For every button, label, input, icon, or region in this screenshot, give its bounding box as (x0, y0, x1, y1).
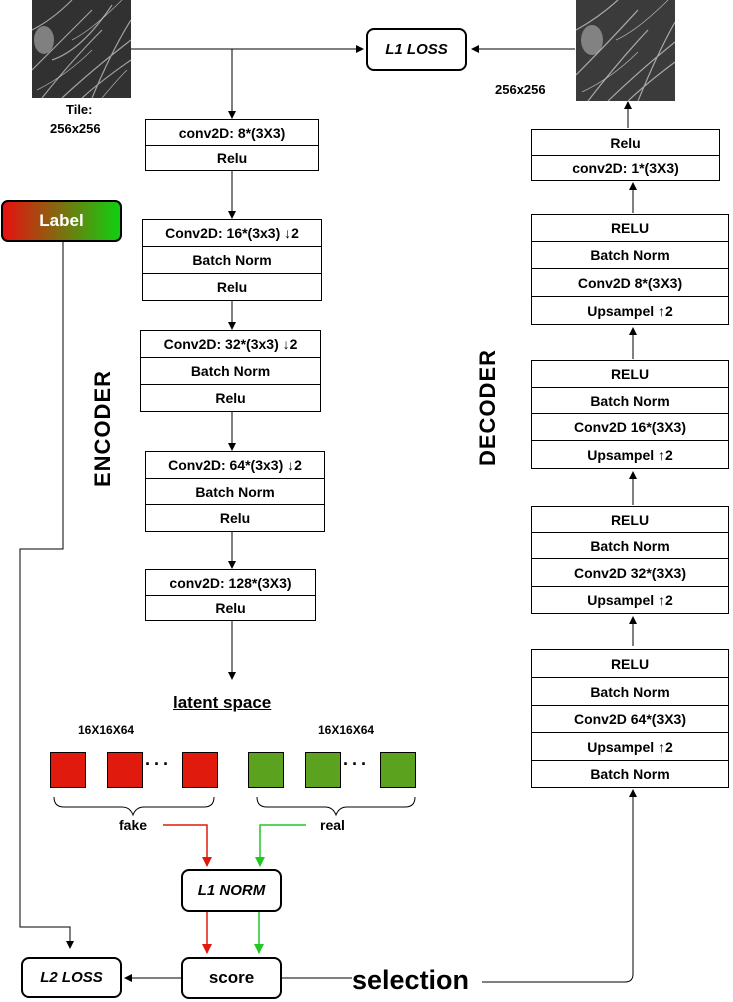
enc1-conv: conv2D: 8*(3X3) (145, 119, 319, 146)
dec5-relu: RELU (531, 649, 729, 678)
dec5-batchnorm-bottom: Batch Norm (531, 760, 729, 788)
dec4-upsample: Upsampel ↑2 (531, 586, 729, 614)
arrow-selection-to-decoder (282, 790, 633, 983)
fake-feature-square-3 (182, 752, 218, 788)
brace-real (256, 796, 416, 817)
label-button[interactable]: Label (1, 200, 122, 242)
dec5-upsample: Upsampel ↑2 (531, 732, 729, 761)
dec3-upsample: Upsampel ↑2 (531, 440, 729, 469)
dec2-conv: Conv2D 8*(3X3) (531, 268, 729, 297)
encoder-title: ENCODER (90, 369, 115, 487)
enc1-relu: Relu (145, 145, 319, 171)
real-feature-square-2 (305, 752, 341, 788)
dec3-batchnorm: Batch Norm (531, 387, 729, 414)
output-tile-image (576, 0, 675, 101)
input-tile-label-line2: 256x256 (50, 121, 101, 136)
arrow-label-to-l2loss (19, 242, 74, 949)
dec3-relu: RELU (531, 360, 729, 388)
real-feature-square-3 (380, 752, 416, 788)
dec3-conv: Conv2D 16*(3X3) (531, 413, 729, 441)
dec2-upsample: Upsampel ↑2 (531, 296, 729, 325)
fake-feature-square-2 (107, 752, 143, 788)
real-ellipsis: ··· (343, 754, 370, 774)
real-feature-square-1 (248, 752, 284, 788)
dec2-relu: RELU (531, 214, 729, 242)
brace-fake (53, 796, 215, 817)
l1-loss-box: L1 LOSS (366, 28, 467, 71)
enc5-relu: Relu (145, 595, 316, 621)
enc4-conv: Conv2D: 64*(3x3) ↓2 (145, 451, 325, 479)
enc5-conv: conv2D: 128*(3X3) (145, 569, 316, 596)
selection-label: selection (352, 965, 470, 995)
dec4-relu: RELU (531, 506, 729, 533)
real-label: real (320, 817, 345, 833)
input-tile-label-line1: Tile: (66, 102, 93, 117)
real-dims-label: 16X16X64 (318, 723, 375, 737)
score-box: score (181, 957, 282, 999)
l1-norm-box: L1 NORM (181, 869, 282, 912)
fake-ellipsis: ··· (145, 754, 172, 774)
latent-space-label: latent space (173, 693, 272, 712)
enc2-batchnorm: Batch Norm (142, 246, 322, 274)
enc2-relu: Relu (142, 273, 322, 301)
dec1-relu: Relu (531, 129, 720, 156)
enc4-relu: Relu (145, 504, 325, 532)
dec2-batchnorm: Batch Norm (531, 241, 729, 269)
l2-loss-box: L2 LOSS (21, 957, 122, 998)
enc4-batchnorm: Batch Norm (145, 478, 325, 505)
arrow-fake-to-l1norm (163, 824, 212, 867)
dec5-batchnorm: Batch Norm (531, 677, 729, 706)
fake-feature-square-1 (50, 752, 86, 788)
output-tile-label: 256x256 (495, 82, 546, 97)
input-tile-image (32, 0, 131, 98)
enc2-conv: Conv2D: 16*(3x3) ↓2 (142, 219, 322, 247)
dec1-conv: conv2D: 1*(3X3) (531, 155, 720, 181)
enc3-relu: Relu (140, 384, 321, 412)
enc3-batchnorm: Batch Norm (140, 357, 321, 385)
decoder-title: DECODER (475, 348, 500, 466)
fake-dims-label: 16X16X64 (78, 723, 135, 737)
arrow-real-to-l1norm (255, 824, 306, 867)
dec5-conv: Conv2D 64*(3X3) (531, 705, 729, 733)
dec4-batchnorm: Batch Norm (531, 532, 729, 559)
dec4-conv: Conv2D 32*(3X3) (531, 558, 729, 587)
enc3-conv: Conv2D: 32*(3x3) ↓2 (140, 330, 321, 358)
fake-label: fake (119, 817, 148, 833)
